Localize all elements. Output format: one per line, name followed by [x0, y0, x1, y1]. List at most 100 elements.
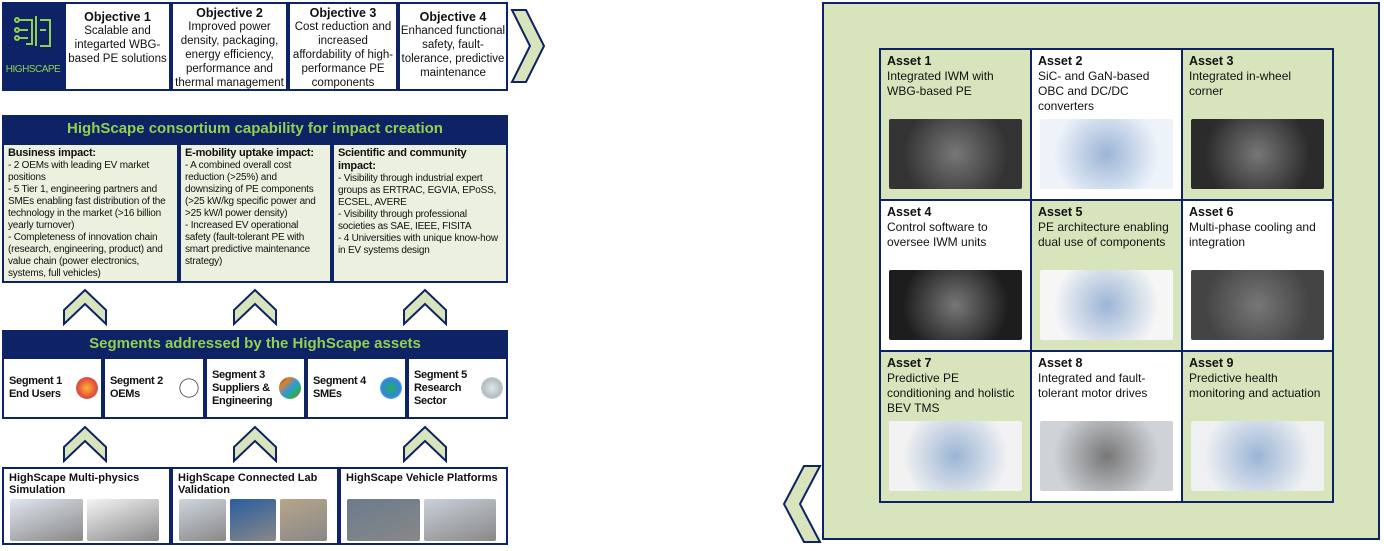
segments-header: Segments addressed by the HighScape asse… [2, 330, 508, 358]
segment-3: Segment 3 Suppliers & Engineering [205, 357, 306, 419]
asset-text: SiC- and GaN-based OBC and DC/DC convert… [1038, 69, 1150, 113]
platform-1: HighScape Multi-physics Simulation [2, 467, 171, 545]
factory-oem-icon [178, 377, 200, 399]
objective-text: Cost reduction and increased affordabili… [292, 21, 394, 89]
chevron-up-icon [403, 288, 447, 326]
asset-title: Asset 2 [1038, 54, 1083, 68]
asset-title: Asset 9 [1189, 356, 1234, 370]
asset-text: Multi-phase cooling and integration [1189, 220, 1316, 249]
asset-title: Asset 7 [887, 356, 932, 370]
impact-column-2: E-mobility uptake impact:- A combined ov… [179, 143, 332, 283]
asset-title: Asset 5 [1038, 205, 1083, 219]
chevron-up-icon [403, 425, 447, 463]
impact-line: - Visibility through industrial expert g… [338, 173, 497, 208]
asset-title: Asset 8 [1038, 356, 1083, 370]
chevron-left-icon [782, 465, 822, 543]
segment-label: Segment 3 Suppliers & Engineering [212, 368, 273, 407]
handshake-icon [279, 377, 301, 399]
highscape-logo: HIGHSCAPE [2, 2, 64, 91]
chevron-right-icon [510, 9, 546, 83]
objective-text: Improved power density, packaging, energ… [175, 21, 284, 89]
asset-text: Predictive health monitoring and actuati… [1189, 371, 1321, 400]
chevron-up-icon [63, 288, 107, 326]
impact-column-1: Business impact:- 2 OEMs with leading EV… [2, 143, 179, 283]
segment-label: Segment 2 OEMs [110, 375, 163, 400]
segment-label: Segment 1 End Users [9, 375, 62, 400]
impact-line: - A combined overall cost reduction (>25… [185, 160, 316, 219]
objective-text: Enhanced functional safety, fault-tolera… [400, 25, 506, 79]
gears-icon [481, 377, 503, 399]
segment-label: Segment 4 SMEs [313, 375, 366, 400]
impact-line: - 4 Universities with unique know-how in… [338, 233, 498, 256]
impact-title: Scientific and community impact: [338, 147, 467, 172]
asset-image [889, 119, 1022, 189]
impact-line: - 2 OEMs with leading EV market position… [8, 160, 150, 183]
objective-title: Objective 1 [84, 10, 151, 24]
platform-image [10, 499, 83, 541]
asset-image [1191, 421, 1324, 491]
asset-image [1040, 270, 1173, 340]
gears-network-icon [380, 377, 402, 399]
objective-title: Objective 4 [419, 10, 487, 24]
impact-line: - Completeness of innovation chain (rese… [8, 232, 163, 279]
asset-text: Predictive PE conditioning and holistic … [887, 371, 1015, 415]
capability-header: HighScape consortium capability for impa… [2, 115, 508, 144]
asset-image [889, 270, 1022, 340]
impact-line: - Increased EV operational safety (fault… [185, 220, 311, 267]
segment-label: Segment 5 Research Sector [414, 368, 467, 407]
platform-2: HighScape Connected Lab Validation [171, 467, 339, 545]
asset-title: Asset 3 [1189, 54, 1234, 68]
asset-text: PE architecture enabling dual use of com… [1038, 220, 1169, 249]
asset-text: Integrated in-wheel corner [1189, 69, 1292, 98]
platform-image [179, 499, 226, 541]
asset-image [1040, 421, 1173, 491]
asset-image [889, 421, 1022, 491]
asset-image [1191, 270, 1324, 340]
asset-title: Asset 1 [887, 54, 932, 68]
chevron-up-icon [63, 425, 107, 463]
platform-image [423, 499, 496, 541]
segment-5: Segment 5 Research Sector [407, 357, 508, 419]
asset-text: Integrated and fault-tolerant motor driv… [1038, 371, 1148, 400]
platform-3: HighScape Vehicle Platforms [339, 467, 508, 545]
platform-label: HighScape Multi-physics Simulation [9, 472, 140, 496]
objective-title: Objective 3 [309, 6, 377, 20]
platform-image [280, 499, 327, 541]
objective-title: Objective 2 [196, 6, 263, 20]
asset-image [1191, 119, 1324, 189]
asset-title: Asset 4 [887, 205, 932, 219]
platform-label: HighScape Vehicle Platforms [346, 472, 498, 484]
circuit-logo-icon [14, 16, 51, 47]
asset-image [1040, 119, 1173, 189]
segment-1: Segment 1 End Users [2, 357, 103, 419]
platform-image [229, 499, 277, 541]
segment-4: Segment 4 SMEs [306, 357, 407, 419]
segments-title: Segments addressed by the HighScape asse… [89, 335, 421, 352]
asset-title: Asset 6 [1189, 205, 1234, 219]
impact-line: - Visibility through professional societ… [338, 209, 472, 232]
asset-text: Integrated IWM with WBG-based PE [887, 69, 994, 98]
impact-column-3: Scientific and community impact:- Visibi… [332, 143, 508, 283]
chevron-up-icon [233, 425, 277, 463]
objective-text: Scalable and integarted WBG-based PE sol… [68, 25, 167, 65]
asset-text: Control software to oversee IWM units [887, 220, 988, 249]
impact-line: - 5 Tier 1, engineering partners and SME… [8, 184, 166, 231]
platform-image [86, 499, 159, 541]
platform-label: HighScape Connected Lab Validation [178, 472, 318, 496]
platform-image [347, 499, 420, 541]
logo-text: HIGHSCAPE [5, 64, 61, 75]
chevron-up-icon [233, 288, 277, 326]
capability-title: HighScape consortium capability for impa… [67, 120, 443, 137]
impact-title: Business impact: [8, 147, 96, 159]
